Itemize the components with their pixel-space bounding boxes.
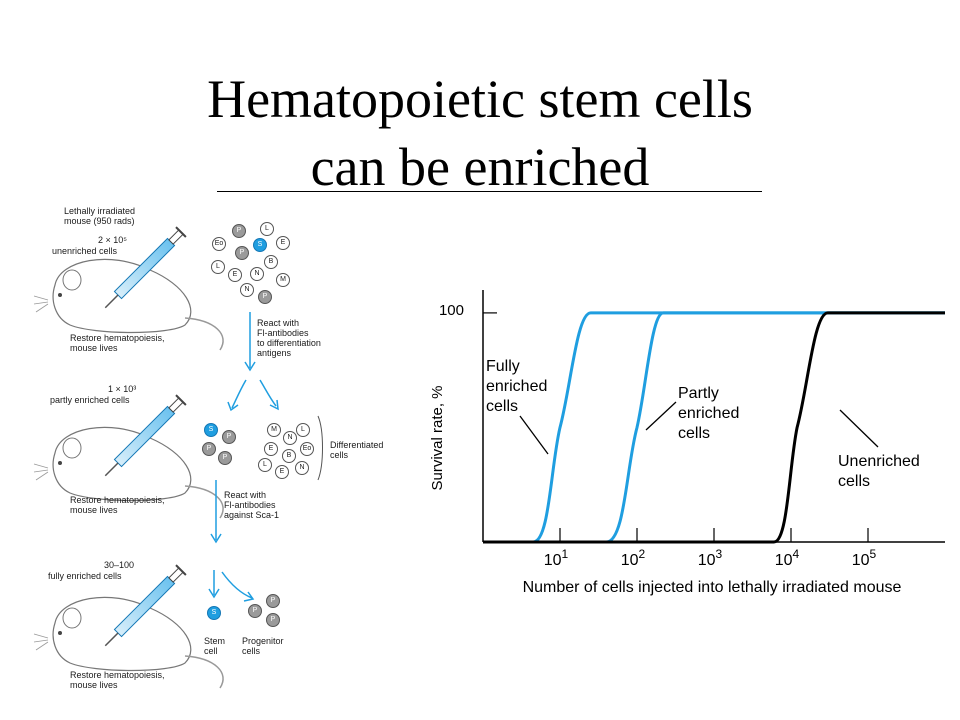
cell-progenitor: P: [266, 594, 280, 608]
x-tick-label: 103: [698, 547, 723, 569]
cell-differentiated: L: [211, 260, 225, 274]
cell-differentiated: E: [264, 442, 278, 456]
cell-differentiated: B: [282, 449, 296, 463]
cell-progenitor: P: [235, 246, 249, 260]
slide-title-line-1: Hematopoietic stem cells: [207, 69, 753, 129]
x-tick-label: 102: [621, 547, 646, 569]
cell-differentiated: Eo: [300, 442, 314, 456]
cell-differentiated: N: [283, 431, 297, 445]
slide-title-line-2: can be enriched: [310, 137, 650, 197]
x-tick-label: 105: [852, 547, 877, 569]
cell-differentiated: B: [264, 255, 278, 269]
cell-differentiated: E: [276, 236, 290, 250]
step1-mouse-label: Lethally irradiated mouse (950 rads): [64, 206, 136, 226]
step1-reaction: React with Fl-antibodies to differentiat…: [257, 318, 321, 358]
y-tick-label: 100: [439, 302, 464, 319]
cell-stem: S: [207, 606, 221, 620]
stem-cell-label: Stem cell: [204, 636, 226, 656]
y-axis-label: Survival rate, %: [429, 385, 446, 490]
cell-stem: S: [253, 238, 267, 252]
step3-result: Restore hematopoiesis, mouse lives: [70, 670, 165, 690]
cell-progenitor: P: [248, 604, 262, 618]
step1-cells: unenriched cells: [52, 246, 118, 256]
syringe-icon-2: [104, 394, 187, 477]
x-tick-label: 101: [544, 547, 569, 569]
differentiated-cells-label: Differentiated cells: [330, 440, 384, 460]
cell-differentiated: N: [295, 461, 309, 475]
syringe-icon-3: [104, 564, 187, 647]
series-line-2: [483, 311, 945, 544]
cell-progenitor: P: [202, 442, 216, 456]
series-leader-line-2: [645, 401, 677, 431]
cell-differentiated: E: [228, 268, 242, 282]
cell-differentiated: L: [260, 222, 274, 236]
step1-result: Restore hematopoiesis, mouse lives: [70, 333, 165, 353]
series-leader-line-1: [519, 415, 549, 455]
series-line-1: [483, 311, 945, 544]
cell-stem: S: [204, 423, 218, 437]
x-tick-label: 104: [775, 547, 800, 569]
series-leader-line-3: [839, 409, 879, 448]
cell-differentiated: M: [267, 423, 281, 437]
step1-dose: 2 × 10⁵: [98, 235, 128, 245]
step2-result: Restore hematopoiesis, mouse lives: [70, 495, 165, 515]
cell-differentiated: Eo: [212, 237, 226, 251]
series-line-3: [483, 311, 945, 544]
process-arrows: [208, 312, 323, 602]
step2-dose: 1 × 10³: [108, 384, 137, 394]
title-underline: [217, 191, 762, 192]
x-axis-label: Number of cells injected into lethally i…: [523, 579, 902, 596]
diagram-artwork: [33, 226, 323, 689]
cell-differentiated: N: [250, 267, 264, 281]
cell-differentiated: N: [240, 283, 254, 297]
cell-progenitor: P: [222, 430, 236, 444]
progenitor-cells-label: Progenitor cells: [242, 636, 284, 656]
step2-reaction: React with Fl-antibodies against Sca-1: [224, 490, 280, 520]
cell-progenitor: P: [258, 290, 272, 304]
step2-cells: partly enriched cells: [50, 395, 130, 405]
cell-differentiated: L: [258, 458, 272, 472]
step3-dose: 30–100: [104, 560, 135, 570]
cell-differentiated: M: [276, 273, 290, 287]
cell-progenitor: P: [218, 451, 232, 465]
step3-cells: fully enriched cells: [48, 571, 122, 581]
cell-progenitor: P: [232, 224, 246, 238]
cell-differentiated: E: [275, 465, 289, 479]
syringe-icon-1: [104, 226, 187, 309]
cell-differentiated: L: [296, 423, 310, 437]
cell-progenitor: P: [266, 613, 280, 627]
